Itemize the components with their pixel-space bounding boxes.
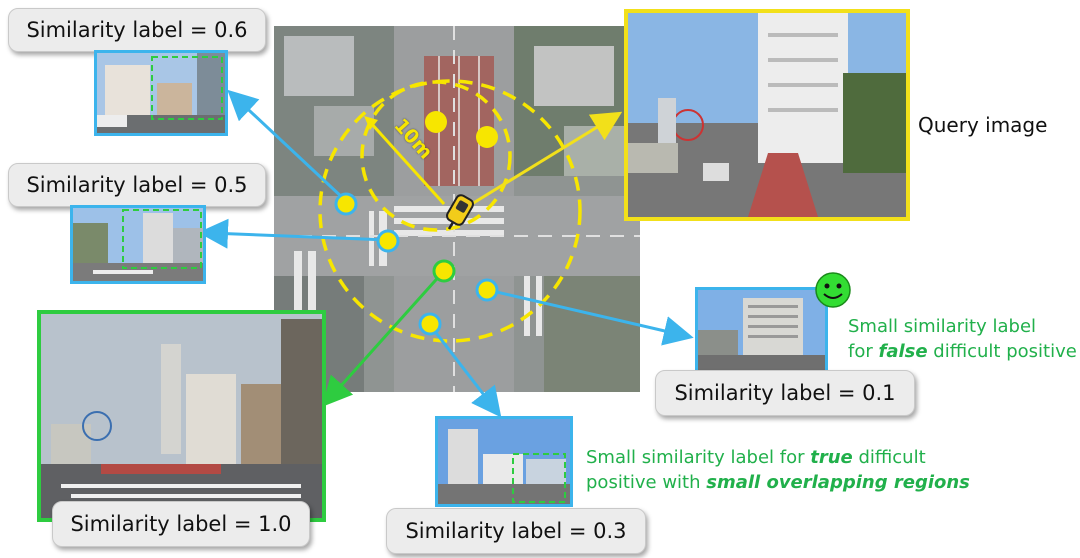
street-photo-0-6 bbox=[97, 53, 225, 133]
query-street-photo bbox=[628, 13, 906, 217]
image-0-6 bbox=[94, 50, 228, 136]
similarity-label-1-0: Similarity label = 1.0 bbox=[52, 501, 310, 547]
arrow-to-1-0 bbox=[321, 270, 445, 407]
note-true-line2-emph: small overlapping regions bbox=[706, 472, 970, 493]
marker-0-3 bbox=[418, 312, 442, 336]
street-photo-0-3 bbox=[438, 419, 570, 504]
note-true-line1-suffix: difficult bbox=[852, 447, 926, 468]
street-photo-0-5 bbox=[73, 208, 203, 281]
image-0-5 bbox=[70, 205, 206, 284]
note-false-line2-prefix: for bbox=[848, 341, 879, 362]
note-true-line2-prefix: positive with bbox=[586, 472, 707, 493]
smiley-face-icon bbox=[815, 272, 851, 308]
similarity-label-0-3: Similarity label = 0.3 bbox=[386, 508, 646, 554]
query-image-label: Query image bbox=[918, 113, 1048, 137]
note-false-line1: Small similarity label bbox=[848, 316, 1037, 337]
similarity-label-0-5: Similarity label = 0.5 bbox=[8, 163, 266, 207]
marker-0-5 bbox=[334, 192, 358, 216]
image-0-1 bbox=[695, 287, 828, 374]
query-image bbox=[624, 9, 910, 221]
arrow-to-0-6 bbox=[227, 89, 347, 202]
marker-1-0 bbox=[432, 259, 456, 283]
camera-icon bbox=[446, 194, 474, 230]
image-1-0 bbox=[37, 310, 326, 522]
arrow-to-query bbox=[461, 111, 623, 212]
arrow-to-0-5 bbox=[198, 218, 389, 249]
marker-0-1 bbox=[475, 278, 499, 302]
note-false-difficult-positive: Small similarity label for false difficu… bbox=[848, 314, 1077, 364]
street-photo-1-0 bbox=[41, 314, 322, 518]
arrow-to-0-3 bbox=[428, 324, 502, 418]
note-true-emph: true bbox=[810, 447, 853, 468]
arrow-to-0-1 bbox=[487, 288, 694, 346]
marker-0-6b bbox=[376, 229, 400, 253]
note-false-line2-suffix: difficult positive bbox=[927, 341, 1077, 362]
note-true-difficult-positive: Small similarity label for true difficul… bbox=[586, 445, 970, 495]
image-0-3 bbox=[435, 416, 573, 507]
similarity-label-0-6: Similarity label = 0.6 bbox=[8, 8, 266, 52]
note-false-emph: false bbox=[878, 341, 928, 362]
note-true-line1-prefix: Small similarity label for bbox=[586, 447, 811, 468]
similarity-label-0-1: Similarity label = 0.1 bbox=[655, 370, 915, 416]
street-photo-0-1 bbox=[698, 290, 825, 371]
